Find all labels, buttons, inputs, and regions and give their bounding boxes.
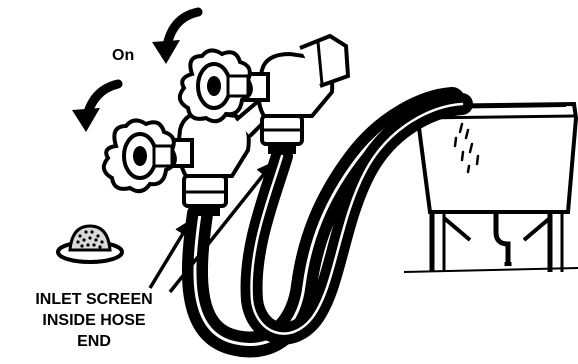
inlet-screen-label-line-3: END xyxy=(77,333,111,350)
curved-arrow-icon-bottom xyxy=(72,79,123,132)
right-faucet xyxy=(177,33,351,154)
inlet-screen-label-line-2: INSIDE HOSE xyxy=(42,312,145,329)
laundry-tub xyxy=(403,101,578,273)
curved-arrow-icon-top xyxy=(152,7,203,64)
water-drops xyxy=(453,122,480,174)
right-faucet-handle-icon xyxy=(177,48,253,124)
inlet-screen-icon xyxy=(56,224,124,264)
left-faucet xyxy=(101,95,279,216)
on-label: On xyxy=(112,47,134,64)
callout-leader-lines xyxy=(148,161,275,294)
hoses xyxy=(182,87,473,358)
inlet-screen-label-line-1: INLET SCREEN xyxy=(35,291,152,308)
left-faucet-handle-icon xyxy=(101,118,177,194)
